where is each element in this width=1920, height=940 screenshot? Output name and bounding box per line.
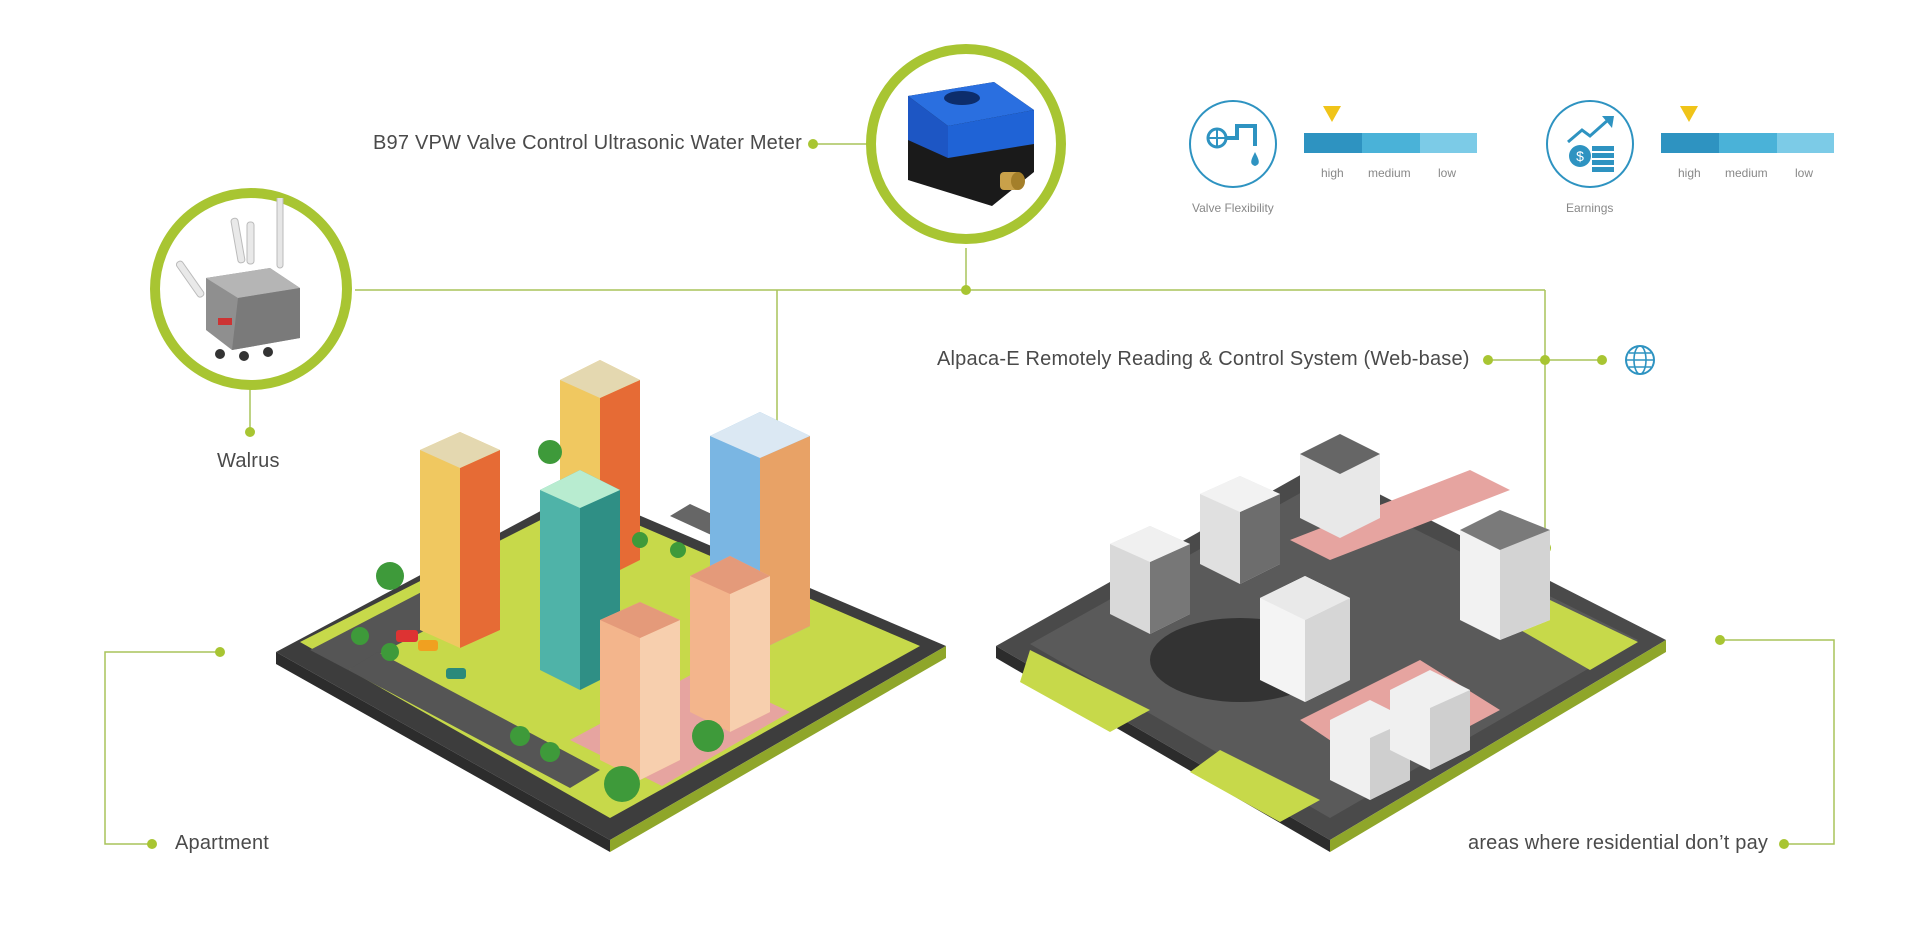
valve-flexibility-label: Valve Flexibility — [1192, 201, 1274, 215]
earnings-label: Earnings — [1566, 201, 1614, 215]
earnings-bar-high — [1661, 133, 1719, 153]
valve-flexibility-tick-high: high — [1321, 166, 1344, 180]
earnings-marker — [1680, 106, 1698, 122]
valve-flexibility-tick-low: low — [1438, 166, 1457, 180]
valve-flexibility-bar-high — [1304, 133, 1362, 153]
network-diagram: B97 VPW Valve Control Ultrasonic Water M… — [104, 44, 1835, 854]
valve-flexibility-marker — [1323, 106, 1341, 122]
apartment-label: Apartment — [175, 832, 270, 854]
earnings-tick-high: high — [1678, 166, 1701, 180]
gateway-ring — [150, 188, 352, 390]
earnings-badge: $ — [1546, 100, 1634, 188]
earnings-bar-medium — [1719, 133, 1777, 153]
globe-icon — [1625, 345, 1655, 375]
svg-text:$: $ — [1576, 148, 1584, 164]
coins-growth-icon: $ — [1567, 116, 1614, 172]
earnings-tick-medium: medium — [1725, 166, 1768, 180]
valve-flexibility-bar-medium — [1362, 133, 1420, 153]
system-label: Alpaca-E Remotely Reading & Control Syst… — [937, 348, 1470, 370]
outdoor-gateway-device — [175, 198, 300, 361]
valve-flexibility-tick-medium: medium — [1368, 166, 1411, 180]
gateway-label: Walrus — [217, 450, 280, 472]
water-meter-ring — [866, 44, 1066, 244]
earnings-tick-low: low — [1795, 166, 1814, 180]
areas-label: areas where residential don’t pay — [1468, 832, 1769, 854]
valve-flexibility-bar-low — [1420, 133, 1477, 153]
valve-tap-icon — [1206, 124, 1259, 166]
meter-label: B97 VPW Valve Control Ultrasonic Water M… — [373, 132, 802, 154]
office-district-illustration — [996, 434, 1666, 852]
connector-lines — [104, 139, 1835, 849]
valve-flexibility-badge — [1189, 100, 1277, 188]
water-meter-device — [908, 82, 1034, 206]
earnings-bar-low — [1777, 133, 1834, 153]
apartment-district-illustration — [276, 360, 946, 852]
